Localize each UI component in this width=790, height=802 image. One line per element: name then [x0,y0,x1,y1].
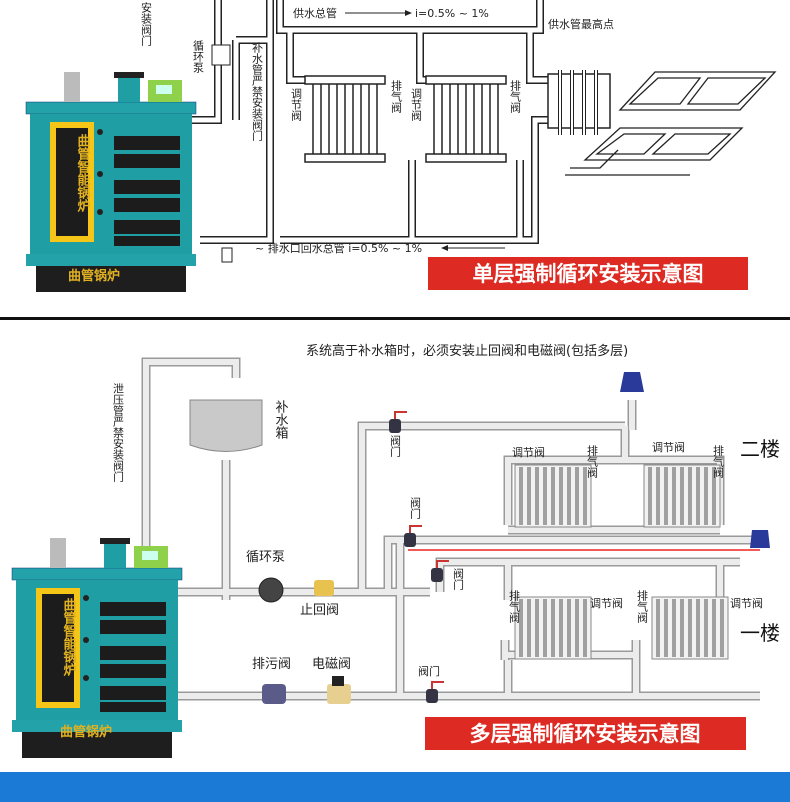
valve-label: 阀门 [418,664,440,678]
floor-heating-coil-icon [565,71,777,176]
air-valve-label: 排气阀 [636,589,649,624]
radiator-icon [513,463,593,529]
boiler-base-text: 曲管锅炉 [68,268,120,284]
supply-slope-label: i=0.5% ~ 1% [415,7,489,20]
multi-layer-title: 多层强制循环安装示意图 [470,722,701,746]
radiator-icon [304,75,386,163]
multi-note: 系统高于补水箱时，必须安装止回阀和电磁阀(包括多层) [306,343,628,359]
title-banner [425,717,746,750]
air-valve-label: 排气阀 [586,444,599,479]
radiator-icon [513,595,593,661]
boiler-icon [25,71,197,293]
air-valve-label: 排气阀 [390,79,403,114]
expansion-tank-icon [189,399,263,452]
radiator-icon [650,595,730,661]
makeup-pipe-note: 补水管严禁安装阀门 [251,42,264,142]
pump-label: 循环泵 [246,550,285,565]
tank-label: 补水箱 [273,400,289,439]
valve-label: 阀门 [452,567,465,591]
multi-layer-section: 曲管智能锅炉 曲管锅炉 系统高于补水箱时，必须安装止回阀和电磁阀(包括多层) 泄… [11,343,780,759]
boiler-door-text: 曲管智能锅炉 [75,133,91,213]
reg-valve-label: 调节阀 [590,596,623,610]
relief-pipe-note: 泄压管严禁安装阀门 [112,383,125,483]
single-layer-section: 曲管智能锅炉 曲管锅炉 安装阀门 循环泵 补水管严禁安装阀门 供水总管 i=0.… [25,0,777,293]
floor-2-label: 二楼 [740,437,780,461]
reg-valve-label: 调节阀 [512,445,545,459]
floor-1-label: 一楼 [740,621,780,645]
drain-valve-icon [262,684,286,704]
section-divider [0,317,790,320]
check-valve-label: 止回阀 [300,603,339,618]
pump-icon [211,44,231,66]
reg-valve-label: 调节阀 [290,88,303,122]
air-vent-icon [750,530,770,548]
title-banner [428,257,748,290]
air-valve-label: 排气阀 [509,79,522,114]
valve-note: 安装阀门 [140,1,153,47]
air-valve-label: 排气阀 [508,589,521,624]
pump-label: 循环泵 [192,40,205,73]
solenoid-valve-label: 电磁阀 [312,657,351,672]
supply-main-label: 供水总管 [293,6,337,20]
solenoid-valve-icon [327,684,351,704]
boiler-base-text: 曲管锅炉 [60,724,112,740]
pump-icon [258,577,284,603]
single-layer-title: 单层强制循环安装示意图 [473,262,704,286]
highest-point-label: 供水管最高点 [548,17,614,31]
manifold-icon [547,70,611,135]
footer-bar [0,772,790,802]
reg-valve-label: 调节阀 [652,440,685,454]
radiator-icon [425,75,507,163]
valve-label: 阀门 [389,434,402,458]
return-main-label: ~ 排水口回水总管 i=0.5% ~ 1% [255,241,422,255]
air-valve-label: 排气阀 [712,444,725,479]
drain-icon [221,247,233,263]
boiler-door-text: 曲管智能锅炉 [61,597,77,677]
air-vent-icon [620,372,644,392]
drain-valve-label: 排污阀 [252,657,291,672]
valve-label: 阀门 [409,496,422,520]
reg-valve-label: 调节阀 [410,88,423,122]
reg-valve-label: 调节阀 [730,596,763,610]
radiator-icon [642,463,722,529]
check-valve-icon [314,580,334,596]
